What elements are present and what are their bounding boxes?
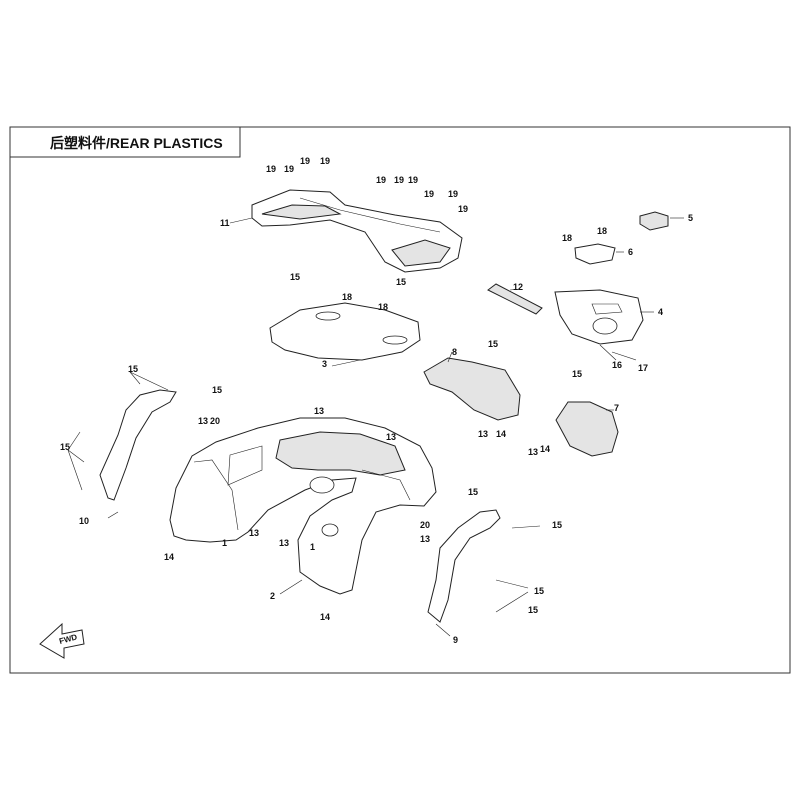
diagram-title: 后塑料件/REAR PLASTICS: [50, 135, 223, 151]
callout-number: 5: [688, 213, 693, 223]
callout-number: 6: [628, 247, 633, 257]
callout-number: 15: [534, 586, 544, 596]
callout-number: 4: [658, 307, 663, 317]
callout-number: 12: [513, 282, 523, 292]
callout-number: 15: [60, 442, 70, 452]
callout-number: 18: [597, 226, 607, 236]
callout-number: 19: [394, 175, 404, 185]
part-4-panel: [554, 289, 644, 345]
callout-number: 16: [612, 360, 622, 370]
callout-number: 19: [408, 175, 418, 185]
fwd-arrow: FWD: [39, 622, 85, 659]
callout-number: 13: [198, 416, 208, 426]
part-rear-rack: [251, 189, 463, 273]
callout-number: 13: [528, 447, 538, 457]
callout-number: 19: [448, 189, 458, 199]
callout-number: 13: [314, 406, 324, 416]
part-9-right-mudflap: [427, 509, 501, 623]
callout-number: 19: [458, 204, 468, 214]
callout-number: 19: [284, 164, 294, 174]
part-7-cover: [555, 401, 619, 457]
callout-number: 19: [300, 156, 310, 166]
callout-number: 15: [128, 364, 138, 374]
callout-number: 15: [488, 339, 498, 349]
part-5-clip: [639, 211, 669, 231]
callout-number: 14: [496, 429, 506, 439]
part-3-shelf: [269, 302, 421, 361]
callout-number: 1: [310, 542, 315, 552]
callout-number: 19: [320, 156, 330, 166]
part-2-rear-fender: [169, 417, 437, 595]
callout-number: 8: [452, 347, 457, 357]
callout-number: 13: [386, 432, 396, 442]
callout-number: 7: [614, 403, 619, 413]
callout-number: 15: [212, 385, 222, 395]
part-12-strip: [487, 283, 543, 315]
callout-number: 10: [79, 516, 89, 526]
callout-number: 19: [266, 164, 276, 174]
callout-number: 15: [396, 277, 406, 287]
drawing-frame: [9, 126, 791, 674]
callout-number: 19: [424, 189, 434, 199]
callout-number: 17: [638, 363, 648, 373]
callout-number: 11: [220, 218, 230, 228]
callout-number: 3: [322, 359, 327, 369]
callout-number: 14: [320, 612, 330, 622]
callout-number: 15: [572, 369, 582, 379]
callout-number: 18: [378, 302, 388, 312]
callout-number: 2: [270, 591, 275, 601]
callout-number: 9: [453, 635, 458, 645]
callout-number: 15: [528, 605, 538, 615]
callout-number: 13: [420, 534, 430, 544]
callout-number: 20: [210, 416, 220, 426]
title-box: [9, 126, 241, 158]
callout-number: 13: [478, 429, 488, 439]
part-8-inner-guard: [423, 357, 521, 421]
callout-number: 18: [562, 233, 572, 243]
callout-number: 1: [222, 538, 227, 548]
callout-number: 19: [376, 175, 386, 185]
callout-number: 18: [342, 292, 352, 302]
callout-number: 14: [164, 552, 174, 562]
callout-number: 15: [290, 272, 300, 282]
callout-number: 13: [249, 528, 259, 538]
callout-number: 14: [540, 444, 550, 454]
leader-lines: [67, 217, 684, 637]
part-10-left-mudflap: [99, 389, 177, 501]
callout-number: 13: [279, 538, 289, 548]
callout-number: 20: [420, 520, 430, 530]
part-6-bracket: [574, 243, 616, 265]
callout-number: 15: [468, 487, 478, 497]
callout-number: 15: [552, 520, 562, 530]
